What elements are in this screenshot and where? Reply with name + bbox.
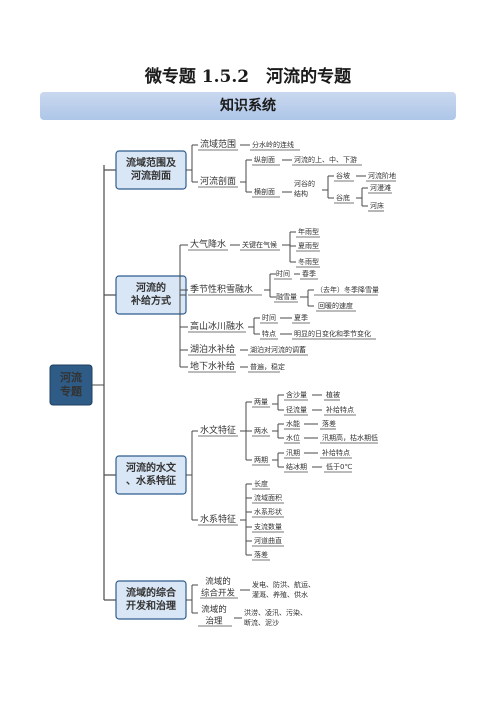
leaf-label: 两期	[254, 456, 268, 464]
root-node-label: 专题	[60, 384, 83, 398]
leaf-label: 灌溉、养殖、供水	[252, 590, 308, 599]
leaf-label: 纵剖面	[254, 155, 275, 164]
leaf-label: 长度	[254, 479, 268, 488]
leaf-label: 两水	[254, 426, 268, 435]
node-label: 综合开发	[201, 588, 236, 599]
leaf-label: 发电、防洪、航运、	[252, 580, 315, 589]
leaf-label: 河漫滩	[370, 183, 391, 192]
leaf-label: 水能	[286, 419, 300, 428]
leaf-label: 含沙量	[286, 390, 307, 399]
leaf-label: 关键在气候	[242, 240, 277, 249]
leaf-label: 汛期	[286, 449, 300, 457]
branch-box	[115, 580, 187, 620]
leaf-label: 补给特点	[326, 405, 354, 414]
leaf-label: 洪涝、凌汛、污染、	[244, 608, 307, 617]
node-label: 季节性积雪融水	[190, 283, 253, 295]
leaf-label: 时间	[262, 313, 276, 322]
page-title: 微专题 1.5.2 河流的专题	[144, 67, 352, 87]
leaf-label: 谷坡	[336, 171, 350, 180]
leaf-label: 特点	[262, 329, 276, 338]
leaf-label: 落差	[254, 550, 268, 559]
branch-label: 河流剖面	[131, 169, 171, 182]
leaf-label: 冬雨型	[298, 257, 319, 266]
leaf-label: 横剖面	[254, 187, 275, 196]
leaf-label: 年雨型	[298, 227, 319, 236]
leaf-label: 河流阶地	[368, 171, 396, 180]
node-label: 流域范围	[200, 138, 236, 150]
node-label: 高山冰川融水	[190, 320, 244, 332]
branch-box	[115, 275, 187, 315]
node-label: 湖泊水补给	[190, 343, 235, 355]
node-label: 河流剖面	[200, 175, 236, 187]
leaf-label: 河床	[370, 201, 384, 210]
leaf-label: 径流量	[286, 405, 307, 414]
leaf-label: 河流的上、中、下游	[294, 155, 357, 164]
node-label: 流域的	[205, 576, 231, 587]
leaf-label: 分水岭的连线	[252, 140, 294, 149]
leaf-label: 补给特点	[322, 448, 350, 457]
leaf-label: （去年）冬季降雪量	[316, 285, 379, 294]
node-label: 大气降水	[190, 238, 226, 250]
section-banner-label: 知识系统	[220, 98, 276, 114]
node-label: 治理	[205, 616, 223, 627]
section-banner: 知识系统	[40, 92, 456, 120]
branch-label: 河流的水文	[126, 461, 177, 474]
leaf-label: 明显的日变化和季节变化	[294, 329, 371, 338]
leaf-label: 夏雨型	[298, 241, 319, 250]
branch-label: 、水系特征	[126, 474, 176, 487]
leaf-label: 回暖的速度	[318, 301, 353, 310]
node-label: 水系特征	[200, 513, 236, 525]
leaf-label: 结构	[294, 189, 308, 198]
leaf-label: 普遍，稳定	[250, 362, 285, 371]
branch-label: 河流的	[136, 281, 166, 294]
leaf-label: 落差	[322, 419, 336, 428]
leaf-label: 水系形状	[254, 507, 282, 516]
leaf-label: 河道曲直	[254, 536, 282, 545]
branch-label: 流域的综合	[126, 586, 177, 599]
leaf-label: 断流、泥沙	[244, 618, 279, 627]
leaf-label: 谷底	[336, 193, 350, 202]
branch-label: 流域范围及	[126, 156, 177, 169]
root-node-label: 河流	[60, 370, 82, 384]
branch-label: 开发和治理	[126, 599, 176, 612]
leaf-label: 时间	[276, 269, 290, 278]
branch-box	[115, 455, 187, 495]
leaf-label: 湖泊对河流的调蓄	[250, 345, 306, 354]
leaf-label: 支流数量	[254, 522, 282, 531]
leaf-label: 融雪量	[276, 292, 297, 301]
leaf-label: 植被	[326, 390, 340, 399]
leaf-label: 春季	[302, 269, 316, 278]
node-label: 地下水补给	[190, 360, 235, 372]
leaf-label: 河谷的	[294, 179, 315, 188]
node-label: 流域的	[201, 604, 227, 615]
leaf-label: 夏季	[294, 313, 308, 322]
leaf-label: 水位	[286, 433, 300, 442]
branch-label: 补给方式	[130, 294, 171, 307]
leaf-label: 汛期高，枯水期低	[322, 433, 378, 442]
leaf-label: 两量	[254, 398, 268, 406]
branch-box	[115, 150, 187, 190]
node-label: 水文特征	[200, 424, 236, 436]
leaf-label: 低于0℃	[326, 462, 352, 471]
leaf-label: 结冰期	[286, 462, 307, 471]
leaf-label: 流域面积	[254, 493, 282, 502]
